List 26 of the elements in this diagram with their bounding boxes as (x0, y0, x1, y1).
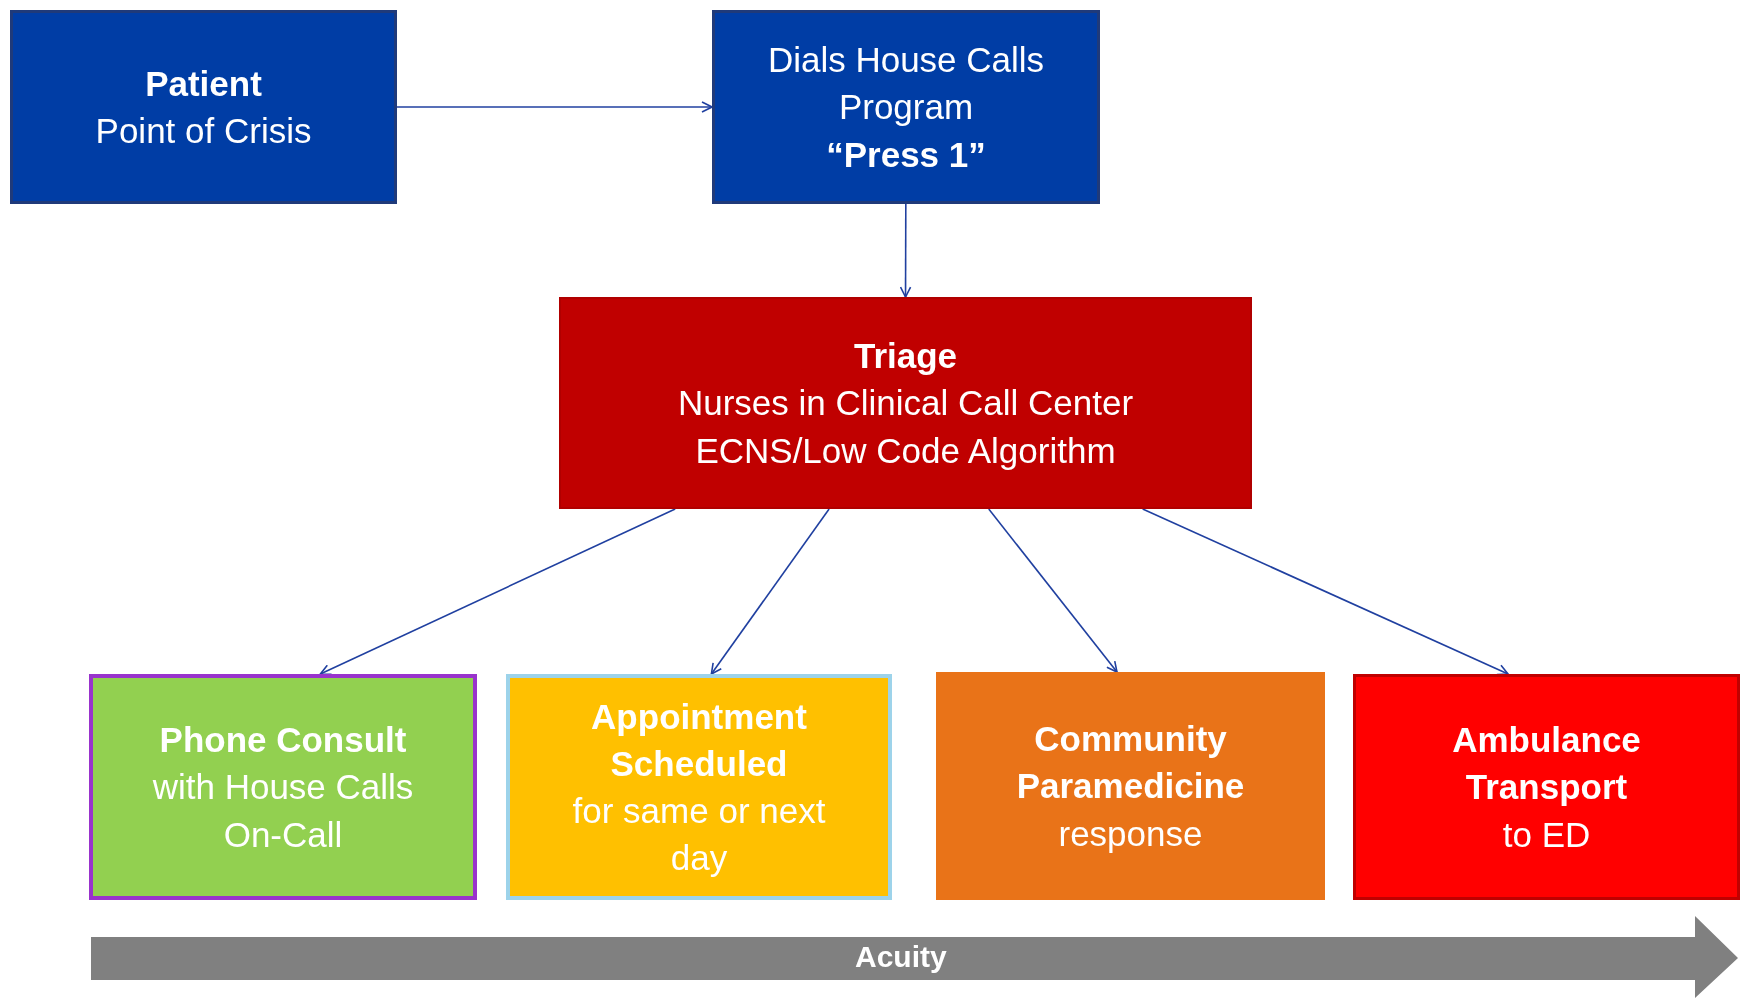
box-text: ECNS/Low Code Algorithm (695, 429, 1116, 472)
box-text: response (1058, 812, 1203, 855)
call-program-box (712, 10, 1100, 204)
triage-box (559, 297, 1252, 509)
box-heading: Dials House Calls Program (766, 39, 1046, 129)
outcome-box (89, 674, 477, 900)
box-text: “Press 1” (826, 133, 986, 176)
outcome-box (1353, 674, 1740, 900)
outcome-box (936, 672, 1325, 900)
box-heading: Phone Consult (159, 719, 407, 762)
arrow (987, 508, 1118, 673)
box-text: with House Calls On-Call (151, 766, 415, 856)
arrow (319, 508, 676, 676)
patient-box (10, 10, 397, 204)
arrow (899, 203, 912, 298)
box-text: Nurses in Clinical Call Center (677, 382, 1134, 425)
box-text: to ED (1502, 813, 1591, 856)
arrow (396, 101, 713, 113)
arrow (710, 508, 830, 675)
arrow (1141, 508, 1509, 676)
box-heading: Triage (853, 335, 958, 378)
box-text: Point of Crisis (95, 110, 312, 152)
axis-label: Acuity (855, 940, 947, 974)
box-heading: Patient (145, 62, 262, 105)
outcome-box (506, 674, 892, 900)
box-text: for same or next day (571, 790, 827, 880)
